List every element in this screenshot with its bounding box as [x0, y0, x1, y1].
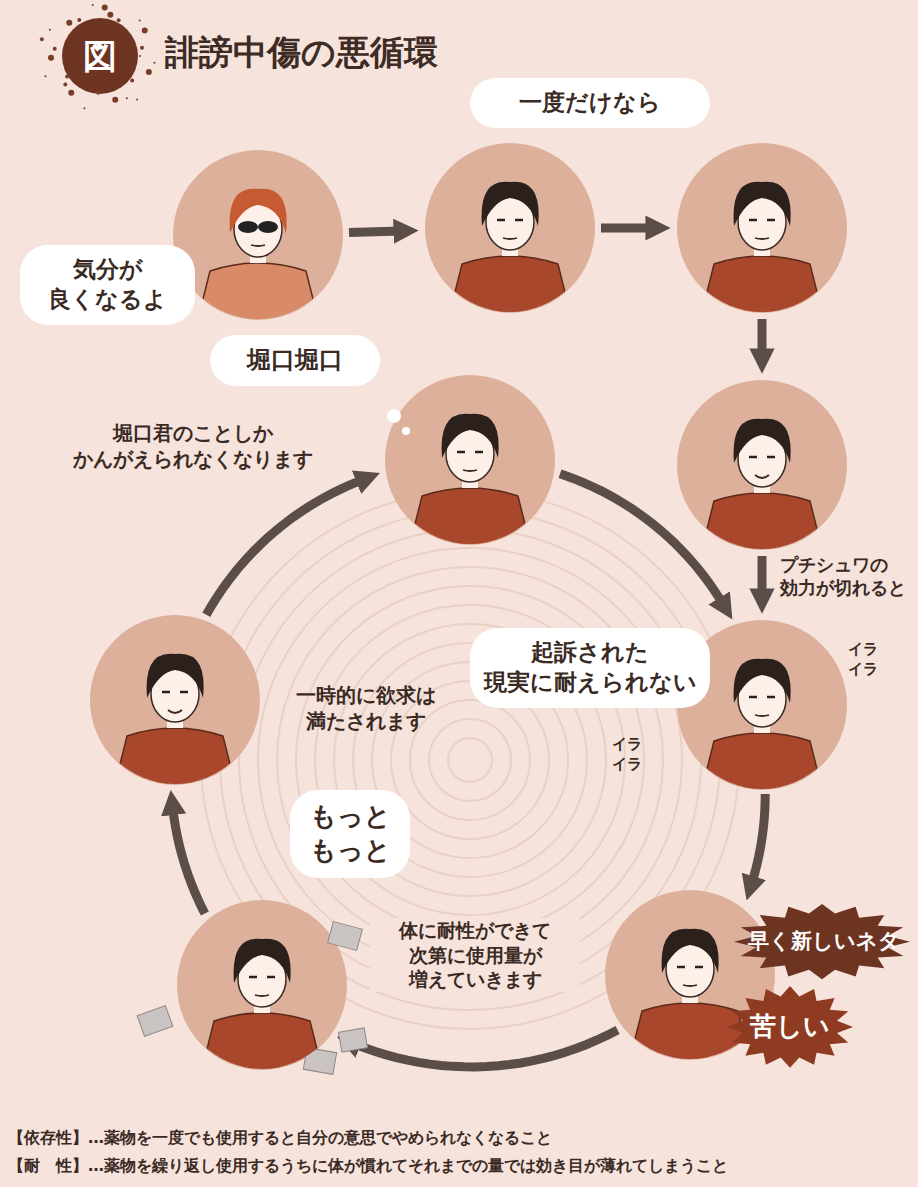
speckle — [126, 97, 128, 99]
step-circle: 気分が 良くなるよ — [173, 150, 343, 320]
cycle-arrow — [758, 319, 767, 356]
speckle — [140, 46, 144, 50]
person-figure — [200, 939, 324, 1077]
footnote: 【依存性】…薬物を一度でも使用すると自分の意思でやめられなくなること — [8, 1128, 908, 1149]
speckle — [63, 83, 67, 87]
step-circle — [677, 380, 847, 550]
step-circle: 堀口堀口 — [385, 375, 555, 545]
badge-label: 図 — [70, 34, 130, 78]
speckle — [83, 107, 85, 109]
packet — [303, 1048, 336, 1075]
person-figure — [408, 414, 532, 552]
speckle — [139, 19, 141, 21]
edge-label: 堀口君のことしか かんがえられなくなります — [55, 420, 330, 472]
cycle-arrow — [601, 224, 653, 233]
footnote: 【耐 性】…薬物を繰り返し使用するうちに体が慣れてそれまでの量では効き目が薄れて… — [8, 1156, 908, 1177]
speech-bubble: 起訴された 現実に耐えられない — [470, 628, 710, 708]
irritation-mark: イラ イラ — [612, 735, 657, 774]
speckle — [146, 69, 152, 75]
ring — [258, 548, 682, 972]
speckle — [142, 27, 148, 33]
person-figure — [700, 182, 824, 320]
person-figure — [448, 182, 572, 320]
badge-speckles — [40, 4, 156, 109]
speckle — [49, 29, 51, 31]
step-circle: もっと もっと — [177, 900, 347, 1070]
ring — [448, 738, 492, 782]
ring — [277, 567, 663, 953]
node-text: 起訴された 現実に耐えられない — [470, 628, 710, 708]
node-text: 一度だけなら — [470, 78, 710, 128]
burst-callout: 苦しい — [735, 1000, 845, 1054]
packet — [328, 921, 363, 950]
caption-box: 一時的に欲求は 満たされます — [278, 680, 453, 736]
node-text: 気分が 良くなるよ — [20, 245, 195, 325]
cycle-arrow — [349, 231, 401, 232]
packet — [338, 1028, 367, 1052]
irritation-mark: イラ イラ — [848, 640, 893, 679]
cycle-arrow — [206, 480, 363, 615]
step-circle: 早く新しいネタ苦しい — [605, 890, 775, 1060]
speckle — [102, 5, 108, 11]
diagram-title: 誹謗中傷の悪循環 — [165, 30, 438, 74]
speckle — [117, 18, 121, 22]
speckle — [96, 91, 100, 95]
node-text: 苦しい — [735, 1000, 845, 1054]
speckle — [53, 47, 57, 51]
speech-bubble: 堀口堀口 — [210, 335, 380, 386]
step-circle: 起訴された 現実に耐えられない — [677, 620, 847, 790]
speckle — [77, 18, 81, 22]
cycle-arrow — [752, 794, 765, 884]
speech-bubble: もっと もっと — [290, 790, 410, 878]
thought-dot — [387, 409, 401, 423]
person-figure — [700, 419, 824, 557]
speckle — [107, 12, 113, 18]
step-circle — [677, 143, 847, 313]
cycle-arrow — [173, 807, 205, 913]
speckle — [139, 55, 141, 57]
speckle — [68, 90, 74, 96]
speckle — [40, 37, 44, 41]
cycle-arrow — [353, 1030, 617, 1067]
ring — [410, 700, 530, 820]
speckle — [48, 55, 54, 61]
cycle-arrow — [758, 556, 767, 596]
speckle — [65, 75, 69, 79]
node-text: 一時的に欲求は 満たされます — [278, 680, 453, 736]
speckle — [136, 99, 138, 101]
speckle — [154, 62, 156, 64]
speckle — [44, 75, 46, 77]
title-badge — [62, 18, 138, 94]
speckle — [130, 78, 134, 82]
node-text: もっと もっと — [290, 790, 410, 878]
thought-dot — [402, 427, 410, 435]
speech-bubble: 気分が 良くなるよ — [20, 245, 195, 325]
edge-label: プチシュワの 効力が切れると — [780, 553, 915, 600]
step-circle: 一時的に欲求は 満たされます — [90, 615, 260, 785]
person-figure — [113, 654, 237, 792]
burst-callout: 早く新しいネタ — [742, 918, 902, 965]
speech-bubble: 一度だけなら — [470, 78, 710, 128]
node-text: 早く新しいネタ — [742, 918, 902, 965]
step-circle: 一度だけなら — [425, 143, 595, 313]
speckle — [112, 97, 118, 103]
packet — [137, 1006, 173, 1037]
person-figure — [196, 189, 320, 327]
person-figure — [700, 659, 824, 797]
speckle — [66, 20, 72, 26]
speckle — [92, 4, 94, 6]
ring — [429, 719, 511, 801]
node-text: 堀口堀口 — [210, 335, 380, 386]
edge-label: 体に耐性ができて 次第に使用量が 増えていきます — [370, 918, 580, 992]
person-figure — [628, 929, 752, 1067]
